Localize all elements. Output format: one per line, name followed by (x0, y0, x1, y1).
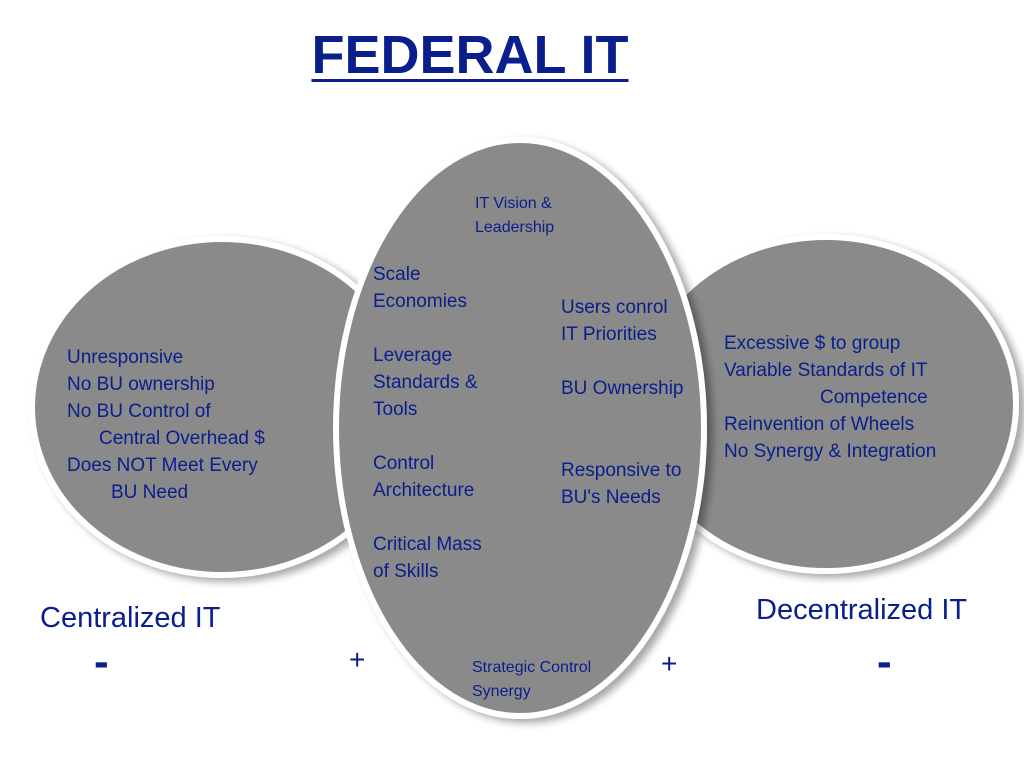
responsive-line: BU's Needs (561, 487, 661, 508)
users-line: Users conrol (561, 297, 668, 318)
center-top-line: IT Vision & (475, 195, 552, 212)
page-title: FEDERAL IT (311, 25, 629, 85)
critical-line: of Skills (373, 561, 439, 582)
left-line: Central Overhead $ (99, 428, 265, 449)
right-line: Competence (820, 387, 928, 408)
leverage-line: Leverage (373, 345, 453, 366)
center-ellipse (333, 137, 707, 719)
center-top-line: Leadership (475, 219, 555, 236)
responsive-line: Responsive to (561, 460, 682, 481)
center-left-column: Scale Economies Leverage Standards & Too… (373, 261, 482, 585)
leverage-line: Tools (373, 399, 418, 420)
control-line: Architecture (373, 480, 475, 501)
left-line: Does NOT Meet Every (67, 455, 258, 476)
right-minus-sign: - (877, 637, 892, 686)
decentralized-label: Decentralized IT (756, 594, 968, 626)
right-line: Excessive $ to group (724, 333, 901, 354)
center-bottom-text: Strategic Control Synergy (472, 656, 591, 704)
center-top-text: IT Vision & Leadership (475, 192, 554, 240)
right-line: Reinvention of Wheels (724, 414, 915, 435)
center-right-column: Users conrol IT Priorities BU Ownership … (561, 294, 684, 511)
left-minus-sign: - (94, 637, 109, 686)
right-ellipse-text: Excessive $ to group Variable Standards … (724, 330, 936, 465)
left-ellipse-text: Unresponsive No BU ownership No BU Contr… (67, 344, 265, 506)
left-line: No BU ownership (67, 374, 215, 395)
scale-line: Scale (373, 264, 421, 285)
center-bottom-line: Strategic Control (472, 659, 592, 676)
users-line: IT Priorities (561, 324, 657, 345)
left-plus-sign: + (349, 644, 366, 675)
scale-line: Economies (373, 291, 467, 312)
centralized-label: Centralized IT (40, 602, 221, 634)
critical-line: Critical Mass (373, 534, 482, 555)
right-line: Variable Standards of IT (724, 360, 928, 381)
left-line: Unresponsive (67, 347, 184, 368)
left-line: BU Need (111, 482, 189, 503)
control-line: Control (373, 453, 435, 474)
leverage-line: Standards & (373, 372, 478, 393)
bu-ownership-line: BU Ownership (561, 378, 684, 399)
center-bottom-line: Synergy (472, 683, 531, 700)
left-line: No BU Control of (67, 401, 211, 422)
right-plus-sign: + (661, 648, 678, 679)
right-line: No Synergy & Integration (724, 441, 937, 462)
